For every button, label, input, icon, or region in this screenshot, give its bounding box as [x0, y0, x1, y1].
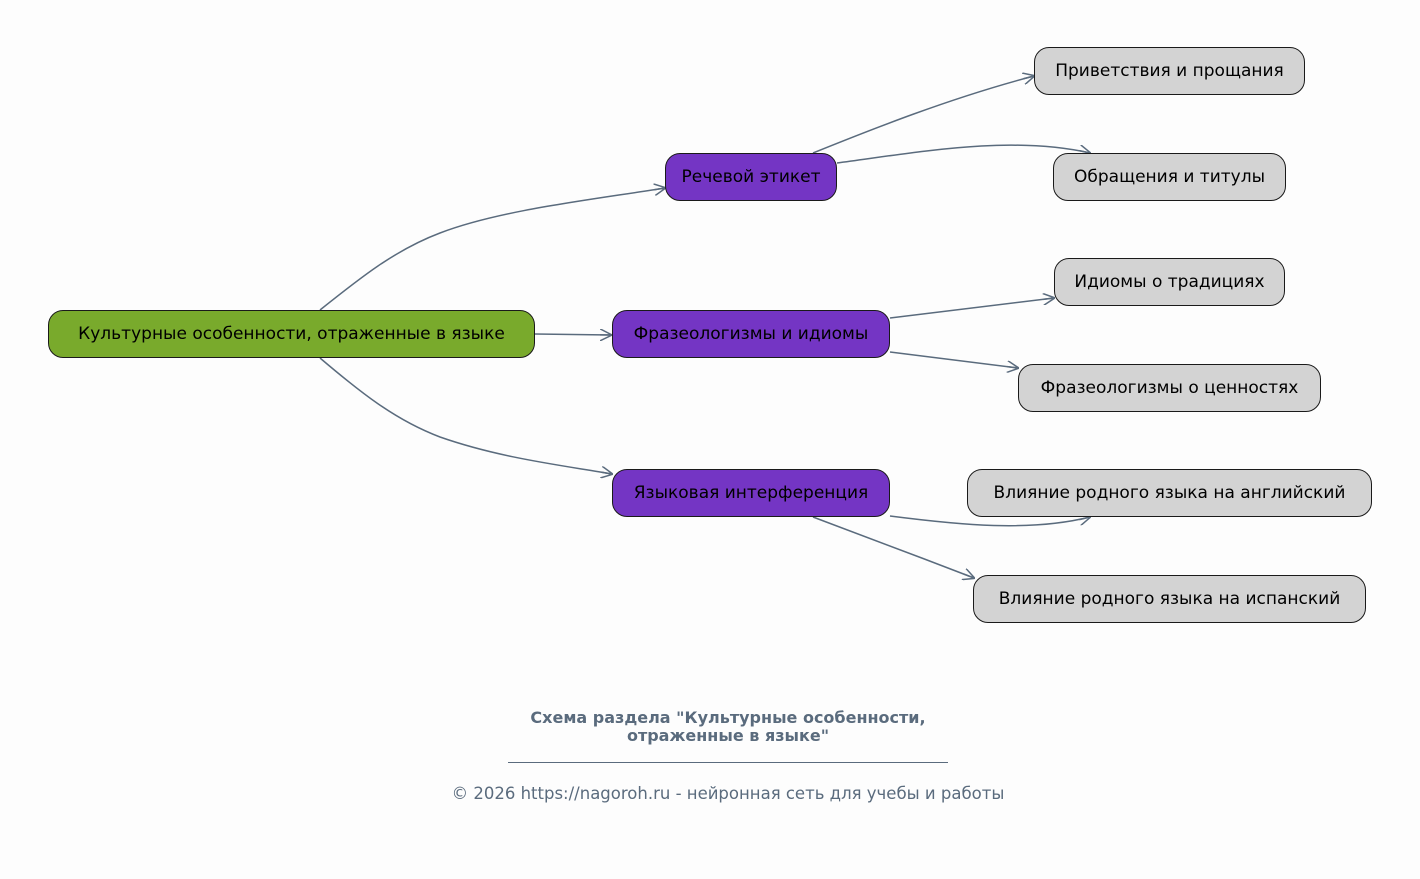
leaf-node-label: Влияние родного языка на испанский	[998, 589, 1341, 609]
leaf-node-addresses[interactable]: Обращения и титулы	[1053, 153, 1286, 201]
leaf-node-idioms-traditions[interactable]: Идиомы о традициях	[1054, 258, 1285, 306]
branch-node-interference[interactable]: Языковая интерференция	[612, 469, 890, 517]
edge-root-to-phraseologisms	[534, 334, 611, 335]
leaf-node-label: Обращения и титулы	[1074, 167, 1265, 187]
leaf-node-label: Идиомы о традициях	[1074, 272, 1265, 292]
root-node-label: Культурные особенности, отраженные в язы…	[78, 324, 505, 344]
branch-node-label: Языковая интерференция	[633, 483, 869, 503]
edge-interference-to-english	[889, 516, 1090, 527]
diagram-caption-line-2: отраженные в языке"	[626, 726, 830, 745]
leaf-node-label: Влияние родного языка на английский	[993, 483, 1346, 503]
branch-node-phraseologisms[interactable]: Фразеологизмы и идиомы	[612, 310, 890, 358]
leaf-node-greetings[interactable]: Приветствия и прощания	[1034, 47, 1305, 95]
branch-node-speech-etiquette[interactable]: Речевой этикет	[665, 153, 837, 201]
diagram-caption-line-1: Схема раздела "Культурные особенности,	[530, 708, 926, 727]
edge-root-to-speech-etiquette	[319, 188, 665, 311]
edge-root-to-interference	[319, 357, 612, 474]
edge-phraseologisms-to-values	[889, 351, 1018, 368]
edge-phraseologisms-to-traditions	[889, 298, 1054, 319]
edge-speech-to-greetings	[812, 76, 1034, 154]
branch-node-label: Фразеологизмы и идиомы	[633, 324, 869, 344]
edge-interference-to-spanish	[812, 516, 974, 578]
branch-node-label: Речевой этикет	[681, 167, 821, 187]
footer-copyright: © 2026 https://nagoroh.ru - нейронная се…	[451, 784, 1005, 803]
root-node[interactable]: Культурные особенности, отраженные в язы…	[48, 310, 535, 358]
caption-divider	[508, 762, 948, 763]
leaf-node-phraseologisms-values[interactable]: Фразеологизмы о ценностях	[1018, 364, 1321, 412]
leaf-node-influence-spanish[interactable]: Влияние родного языка на испанский	[973, 575, 1366, 623]
leaf-node-influence-english[interactable]: Влияние родного языка на английский	[967, 469, 1372, 517]
leaf-node-label: Приветствия и прощания	[1055, 61, 1284, 81]
edge-speech-to-addresses	[836, 144, 1090, 164]
leaf-node-label: Фразеологизмы о ценностях	[1040, 378, 1299, 398]
